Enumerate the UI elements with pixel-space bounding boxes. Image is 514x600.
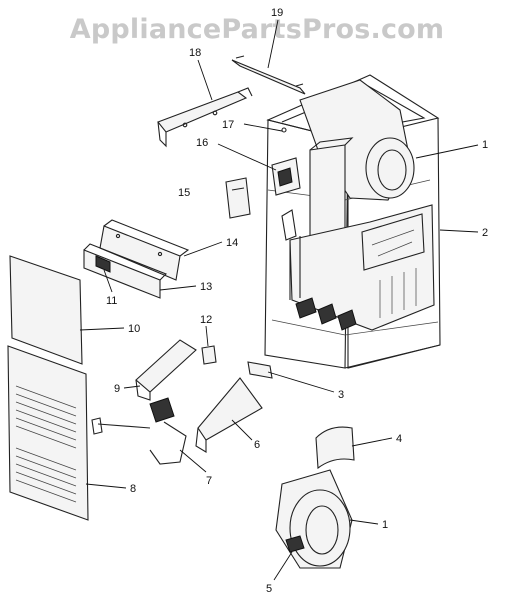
part-8-lower-door — [7, 345, 127, 521]
part-14-brace — [99, 219, 223, 281]
part-18-bracket — [157, 59, 253, 148]
part-9-bracket — [123, 339, 197, 401]
callout-15: 15 — [178, 187, 190, 199]
callout-1-bottom: 1 — [382, 519, 388, 531]
part-4-wrapper — [315, 426, 393, 470]
callout-9: 9 — [114, 383, 120, 395]
callout-11: 11 — [106, 295, 117, 307]
callout-17: 17 — [222, 119, 234, 131]
watermark: AppliancePartsPros.com — [69, 14, 445, 45]
callout-2: 2 — [482, 227, 488, 239]
callout-8: 8 — [130, 483, 136, 495]
callout-6: 6 — [254, 439, 260, 451]
part-11-switch — [95, 255, 113, 293]
part-10-upper-door — [9, 255, 125, 365]
part-19-rail — [231, 19, 306, 95]
callout-4: 4 — [396, 433, 402, 445]
callout-10: 10 — [128, 323, 140, 335]
part-3-clip — [247, 361, 335, 393]
callout-12: 12 — [200, 314, 212, 326]
part-15-plate — [225, 177, 251, 219]
part-5-motor — [273, 535, 305, 581]
part-7-gas-valve — [91, 397, 207, 473]
callout-14: 14 — [226, 237, 238, 249]
part-16-control — [217, 143, 301, 196]
callout-19: 19 — [271, 7, 283, 19]
callout-16: 16 — [196, 137, 208, 149]
callout-13: 13 — [200, 281, 212, 293]
callout-1-top: 1 — [482, 139, 488, 151]
callout-3: 3 — [338, 389, 344, 401]
part-17-collar — [243, 123, 354, 246]
heat-exchanger — [281, 204, 479, 331]
part-1-blower-top — [299, 79, 479, 201]
callout-5: 5 — [266, 583, 272, 595]
part-12-clip — [201, 325, 217, 365]
callout-18: 18 — [189, 47, 201, 59]
part-6-bracket — [195, 377, 263, 453]
callout-7: 7 — [206, 475, 212, 487]
